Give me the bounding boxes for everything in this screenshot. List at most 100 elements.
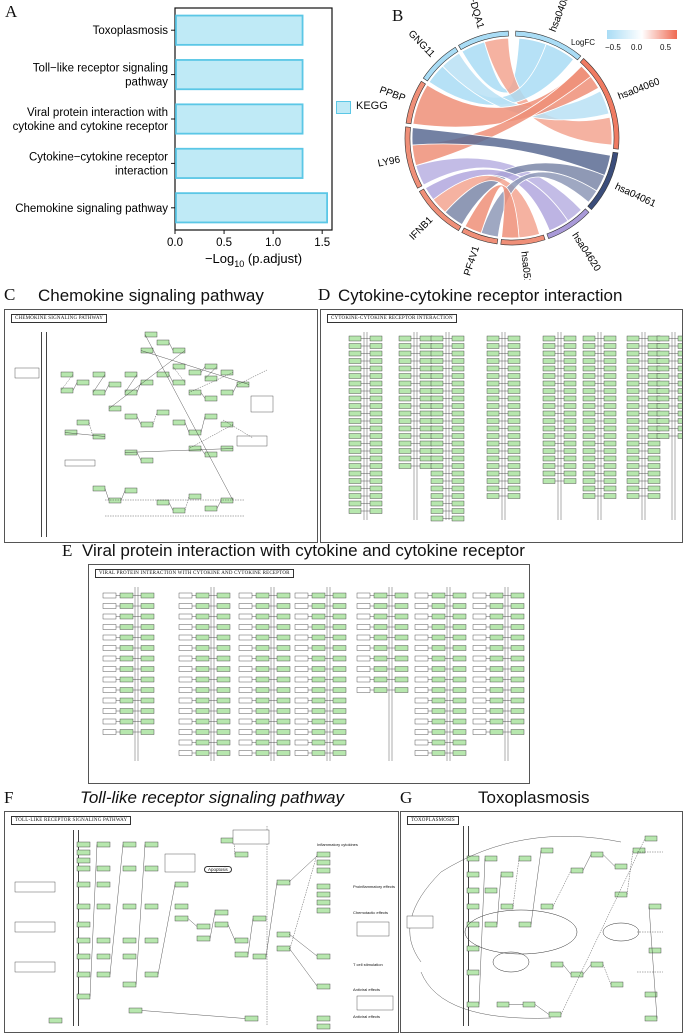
viral-node-3-0 bbox=[294, 592, 309, 599]
viral-node-6-8 bbox=[472, 676, 487, 683]
edge-7 bbox=[478, 858, 486, 1005]
ligand-node-6-0 bbox=[489, 592, 504, 599]
gene-node-43 bbox=[316, 851, 331, 858]
gene-node-31 bbox=[644, 1015, 658, 1022]
ligand-node-0-12 bbox=[348, 425, 362, 432]
gene-node-28 bbox=[144, 971, 159, 978]
x-axis-label-part: −Log bbox=[205, 251, 234, 266]
viral-node-6-12 bbox=[472, 718, 487, 725]
receptor-node-4-6 bbox=[563, 380, 577, 387]
receptor-node-4-6 bbox=[394, 655, 409, 662]
ligand-node-5-12 bbox=[582, 425, 596, 432]
receptor-node-3-12 bbox=[332, 718, 347, 725]
viral-node-0-8 bbox=[102, 676, 117, 683]
ligand-node-0-9 bbox=[119, 687, 134, 693]
receptor-node-2-11 bbox=[451, 418, 465, 424]
receptor-node-4-15 bbox=[563, 448, 577, 454]
viral-node-2-8 bbox=[238, 676, 253, 683]
receptor-node-2-17 bbox=[451, 463, 465, 469]
panel-e-pathway-graph bbox=[102, 587, 525, 761]
viral-node-3-11 bbox=[294, 708, 309, 714]
chord-ribbon-12 bbox=[464, 184, 520, 239]
ligand-node-7-12 bbox=[656, 425, 670, 432]
receptor-node-1-2 bbox=[419, 350, 433, 357]
ligand-node-6-11 bbox=[489, 708, 504, 714]
ligand-node-1-6 bbox=[195, 655, 210, 662]
ligand-node-2-0 bbox=[430, 335, 444, 342]
viral-node-5-0 bbox=[414, 592, 429, 599]
gene-node-30 bbox=[174, 903, 189, 910]
ligand-node-6-6 bbox=[626, 380, 640, 387]
gene-node-0 bbox=[466, 855, 480, 862]
gene-node-5 bbox=[108, 381, 122, 388]
receptor-node-3-2 bbox=[507, 350, 521, 357]
ligand-node-7-13 bbox=[656, 433, 670, 439]
receptor-node-4-8 bbox=[563, 395, 577, 402]
receptor-node-5-18 bbox=[603, 470, 617, 477]
receptor-node-7-13 bbox=[677, 433, 682, 439]
receptor-node-6-19 bbox=[647, 478, 661, 484]
viral-node-3-6 bbox=[294, 655, 309, 662]
viral-node-5-11 bbox=[414, 708, 429, 714]
ligand-node-5-20 bbox=[582, 485, 596, 492]
gene-node-3 bbox=[466, 903, 480, 910]
ligand-node-0-15 bbox=[348, 448, 362, 454]
ligand-node-0-13 bbox=[348, 433, 362, 439]
ligand-node-2-9 bbox=[255, 687, 270, 693]
viral-node-2-5 bbox=[238, 645, 253, 651]
gene-node-29 bbox=[204, 413, 218, 420]
viral-node-3-2 bbox=[294, 613, 309, 620]
ligand-node-4-18 bbox=[542, 470, 556, 477]
x-axis-label: −Log10 (p.adjust) bbox=[205, 251, 302, 269]
ligand-node-5-8 bbox=[582, 395, 596, 402]
ligand-node-5-12 bbox=[431, 718, 446, 725]
gene-node-48 bbox=[316, 899, 331, 906]
receptor-node-2-12 bbox=[276, 718, 291, 725]
panel-e-kegg-map: VIRAL PROTEIN INTERACTION WITH CYTOKINE … bbox=[88, 564, 530, 784]
gene-node-2 bbox=[76, 379, 90, 386]
gene-node-42 bbox=[276, 945, 291, 952]
receptor-node-1-3 bbox=[216, 624, 231, 630]
receptor-node-5-6 bbox=[452, 655, 467, 662]
receptor-node-2-0 bbox=[451, 335, 465, 342]
ligand-node-1-2 bbox=[195, 613, 210, 620]
viral-node-3-15 bbox=[294, 750, 309, 756]
viral-node-6-2 bbox=[472, 613, 487, 620]
ligand-node-0-6 bbox=[348, 380, 362, 387]
gene-node-17 bbox=[204, 395, 218, 402]
gene-node-45 bbox=[76, 419, 90, 426]
ligand-node-3-17 bbox=[486, 463, 500, 469]
ligand-node-2-21 bbox=[430, 493, 444, 499]
receptor-node-5-15 bbox=[603, 448, 617, 454]
chord-ribbon-10 bbox=[424, 168, 569, 232]
receptor-node-0-20 bbox=[369, 485, 383, 492]
receptor-node-1-10 bbox=[216, 697, 231, 704]
edge-19 bbox=[140, 350, 250, 385]
ligand-box bbox=[14, 367, 40, 379]
ligand-node-2-3 bbox=[255, 624, 270, 630]
receptor-node-3-14 bbox=[332, 739, 347, 746]
receptor-node-5-1 bbox=[452, 603, 467, 609]
legend-label-kegg: KEGG bbox=[356, 100, 388, 112]
receptor-node-4-12 bbox=[563, 425, 577, 432]
receptor-node-5-13 bbox=[452, 729, 467, 735]
gene-node-24 bbox=[590, 961, 604, 968]
receptor-node-0-22 bbox=[369, 500, 383, 507]
ligand-node-6-2 bbox=[626, 350, 640, 357]
viral-node-2-13 bbox=[238, 729, 253, 735]
ligand-node-2-5 bbox=[255, 645, 270, 651]
ligand-node-1-1 bbox=[398, 343, 412, 349]
edge-3 bbox=[92, 374, 106, 393]
gene-node-16 bbox=[540, 903, 554, 910]
viral-node-0-0 bbox=[102, 592, 117, 599]
receptor-node-3-12 bbox=[507, 425, 521, 432]
label-antiviral-effects-1: Antiviral effects bbox=[353, 987, 381, 992]
ligand-node-1-4 bbox=[398, 365, 412, 372]
viral-node-6-3 bbox=[472, 624, 487, 630]
gene-node-22 bbox=[122, 953, 137, 960]
receptor-node-5-2 bbox=[603, 350, 617, 357]
receptor-node-3-8 bbox=[507, 395, 521, 402]
receptor-node-1-8 bbox=[216, 676, 231, 683]
edge-31 bbox=[187, 918, 198, 927]
receptor-node-7-11 bbox=[677, 418, 682, 424]
